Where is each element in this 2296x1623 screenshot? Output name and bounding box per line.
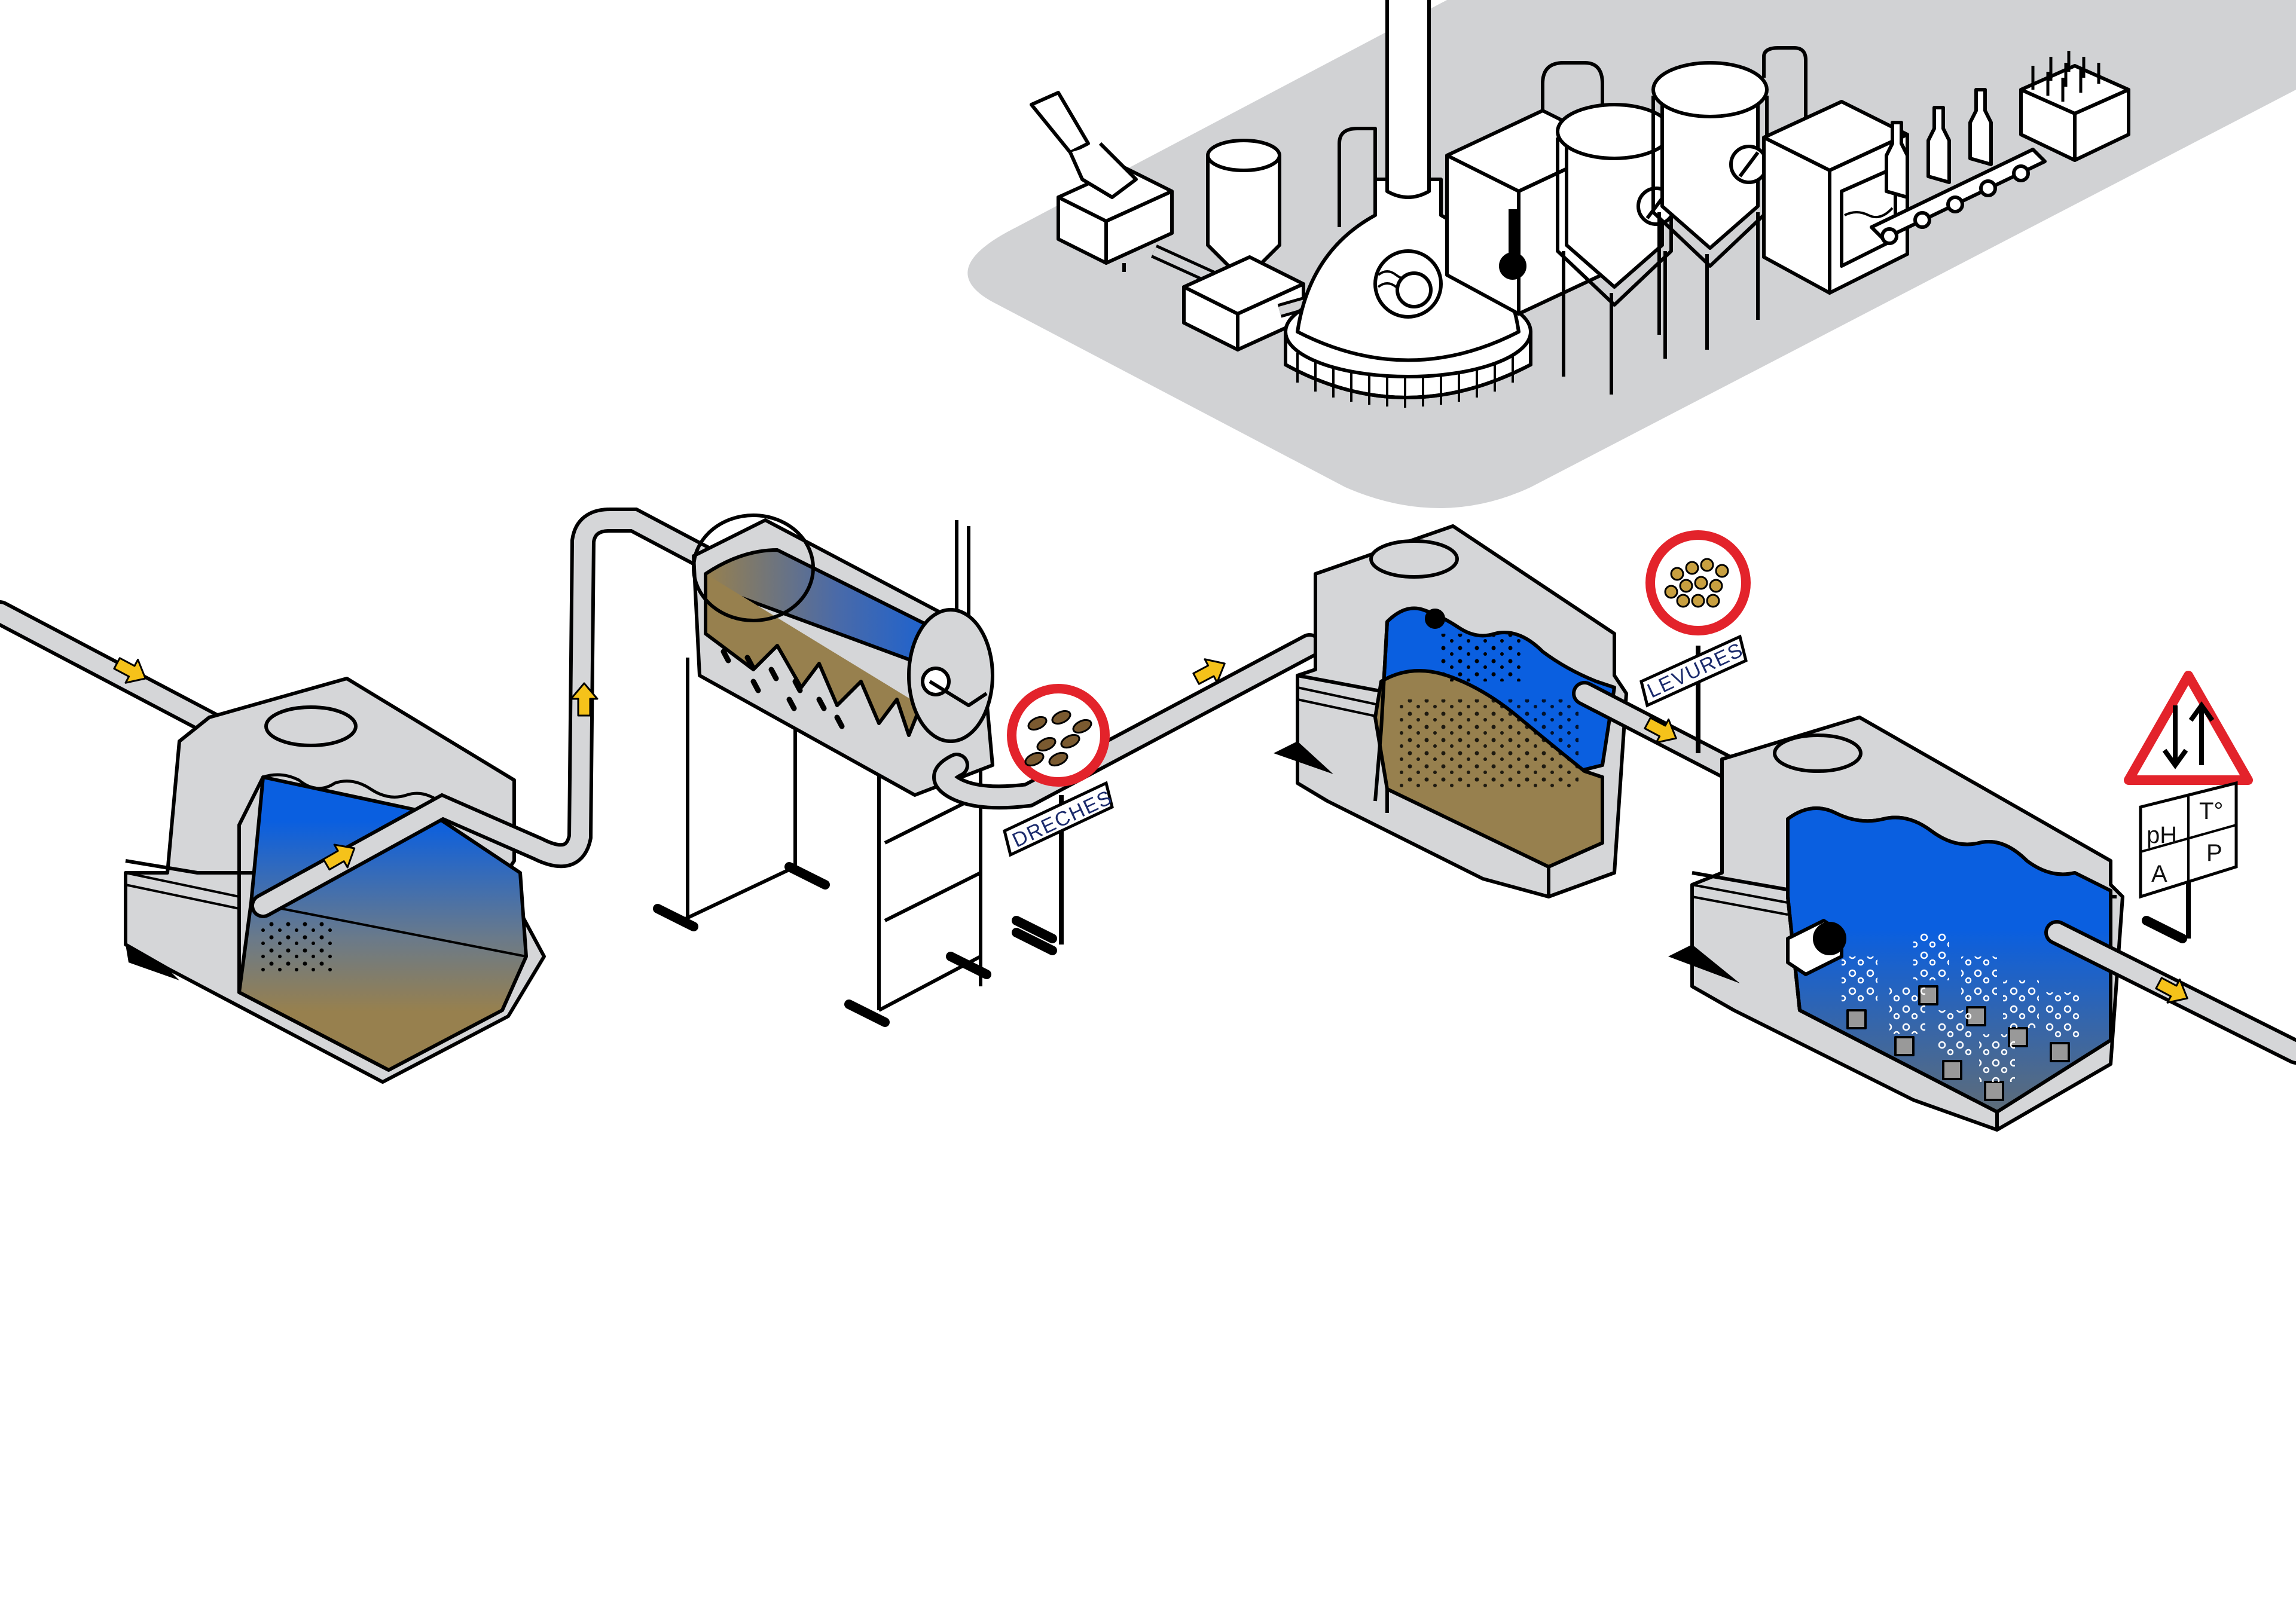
bright-tank <box>1762 100 1909 295</box>
blower <box>1786 919 1846 976</box>
grain-icon <box>1024 710 1092 767</box>
thermometer-icon <box>1499 209 1526 280</box>
aeration-tank <box>1690 716 2124 1132</box>
p-label: P <box>2206 840 2222 866</box>
brew-kettle <box>1284 0 1532 408</box>
malt-hopper <box>1030 91 1174 272</box>
brewery-equipment <box>1030 0 2130 408</box>
ph-label: pH <box>2147 822 2177 848</box>
drum-screen <box>653 514 1057 1027</box>
monitoring-sign: pH T° A P <box>2124 671 2253 943</box>
bottling-line <box>1870 51 2130 245</box>
levures-label: LEVURES <box>1644 638 1747 702</box>
bottle-icon <box>1885 88 1993 199</box>
silo <box>1182 139 1305 352</box>
tank3-shadow <box>1274 741 1333 774</box>
drum-outlet-pipe <box>932 633 1322 810</box>
temperature-label: T° <box>2199 798 2223 824</box>
inlet-pipe <box>0 600 240 745</box>
a-label: A <box>2151 861 2167 887</box>
yeast-icon <box>1664 558 1729 608</box>
tank1-shadow <box>126 945 179 980</box>
tank4-shadow <box>1668 945 1740 983</box>
air-bubbles <box>1842 933 2081 1082</box>
settling-tank <box>1296 524 1628 898</box>
tank1-pipe <box>251 508 748 918</box>
double-arrow-warning-icon <box>2124 671 2253 785</box>
dreches-sign: DRECHES <box>1003 684 1116 955</box>
fermenter-2 <box>1651 46 1808 350</box>
